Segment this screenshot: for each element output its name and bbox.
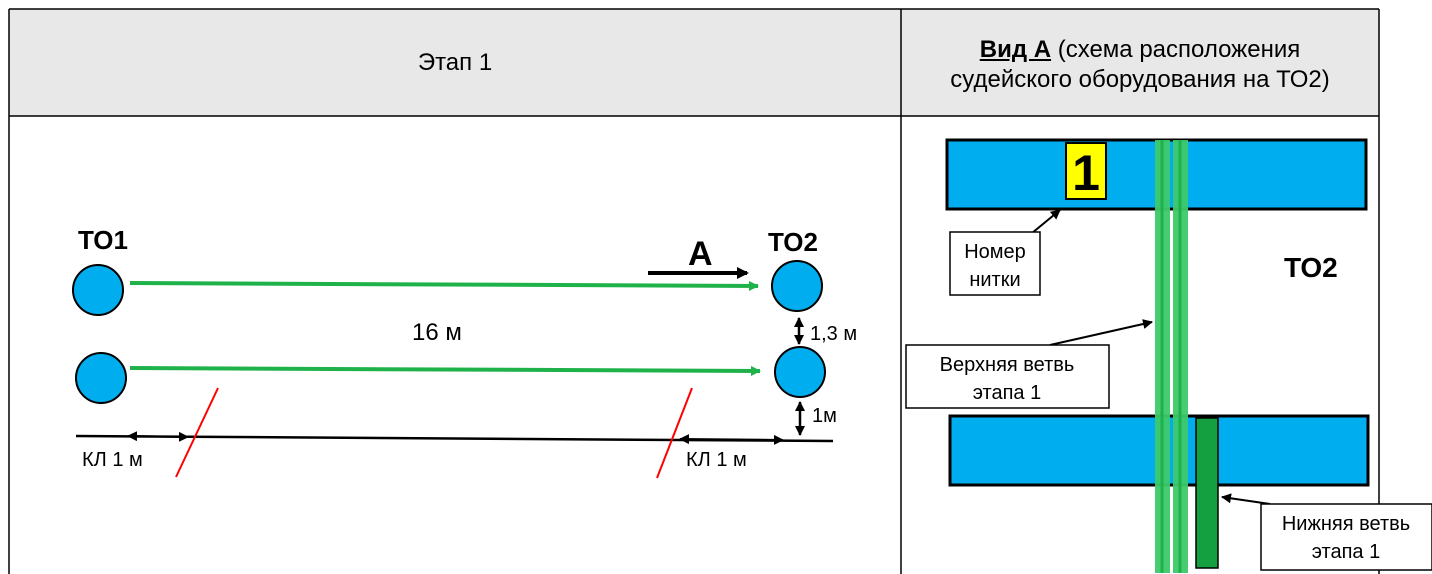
to2-upper-circle <box>771 260 823 312</box>
upper-branch-pointer <box>1049 319 1153 346</box>
view-a-title: Вид А <box>979 35 1052 63</box>
to1-upper-circle <box>72 264 124 316</box>
header-left: Этап 1 <box>10 10 900 115</box>
gap-label: 1,3 м <box>810 323 857 345</box>
direction-a-label: А <box>688 235 713 273</box>
lower-branch-pointer <box>1221 493 1271 505</box>
header-left-title: Этап 1 <box>417 48 493 76</box>
lower-branch-rope <box>1195 417 1219 569</box>
to2-lower-circle <box>774 346 826 398</box>
view-a-to2-label: ТО2 <box>1284 252 1338 283</box>
to2-label: ТО2 <box>768 227 818 257</box>
distance-label: 16 м <box>412 319 462 346</box>
thread-number-callout-box <box>949 231 1041 296</box>
upper-branch-callout-line2: этапа 1 <box>973 382 1041 404</box>
view-a-diagram: 1 ТО2 Номер нитки Верхняя ветвь этапа 1 … <box>905 138 1432 573</box>
to1-lower-circle <box>75 352 127 404</box>
view-a-description: (схема расположения судейского оборудова… <box>950 35 1330 93</box>
control-line-left-dimension <box>127 431 189 442</box>
thread-number-callout-line1: Номер <box>964 241 1026 263</box>
control-line-right-label: КЛ 1 м <box>686 449 747 471</box>
upper-rope <box>129 280 759 291</box>
lower-rope <box>129 365 761 376</box>
lower-branch-callout-box <box>1260 503 1432 571</box>
upper-branch-callout-line1: Верхняя ветвь <box>940 354 1075 376</box>
lower-branch-callout-line2: этапа 1 <box>1312 541 1380 563</box>
header-right-title: Вид А (схема расположения судейского обо… <box>920 35 1360 95</box>
thread-number: 1 <box>1072 145 1100 201</box>
stage-scheme-diagram: ТО1 ТО2 А 16 м 1,3 м 1м КЛ 1 м КЛ 1 м <box>72 225 857 479</box>
ground-gap-label: 1м <box>812 405 837 427</box>
control-line-left-mark <box>175 387 219 478</box>
upper-branch-callout-box <box>905 344 1110 409</box>
lower-branch-callout-line1: Нижняя ветвь <box>1282 513 1410 535</box>
control-line-right-dimension <box>679 434 784 445</box>
thread-number-badge <box>1065 142 1107 200</box>
to1-label: ТО1 <box>78 225 128 255</box>
control-line-left-label: КЛ 1 м <box>82 449 143 471</box>
thread-number-callout-line2: нитки <box>969 269 1020 291</box>
control-line-right-mark <box>656 387 693 479</box>
header-right: Вид А (схема расположения судейского обо… <box>902 10 1378 115</box>
